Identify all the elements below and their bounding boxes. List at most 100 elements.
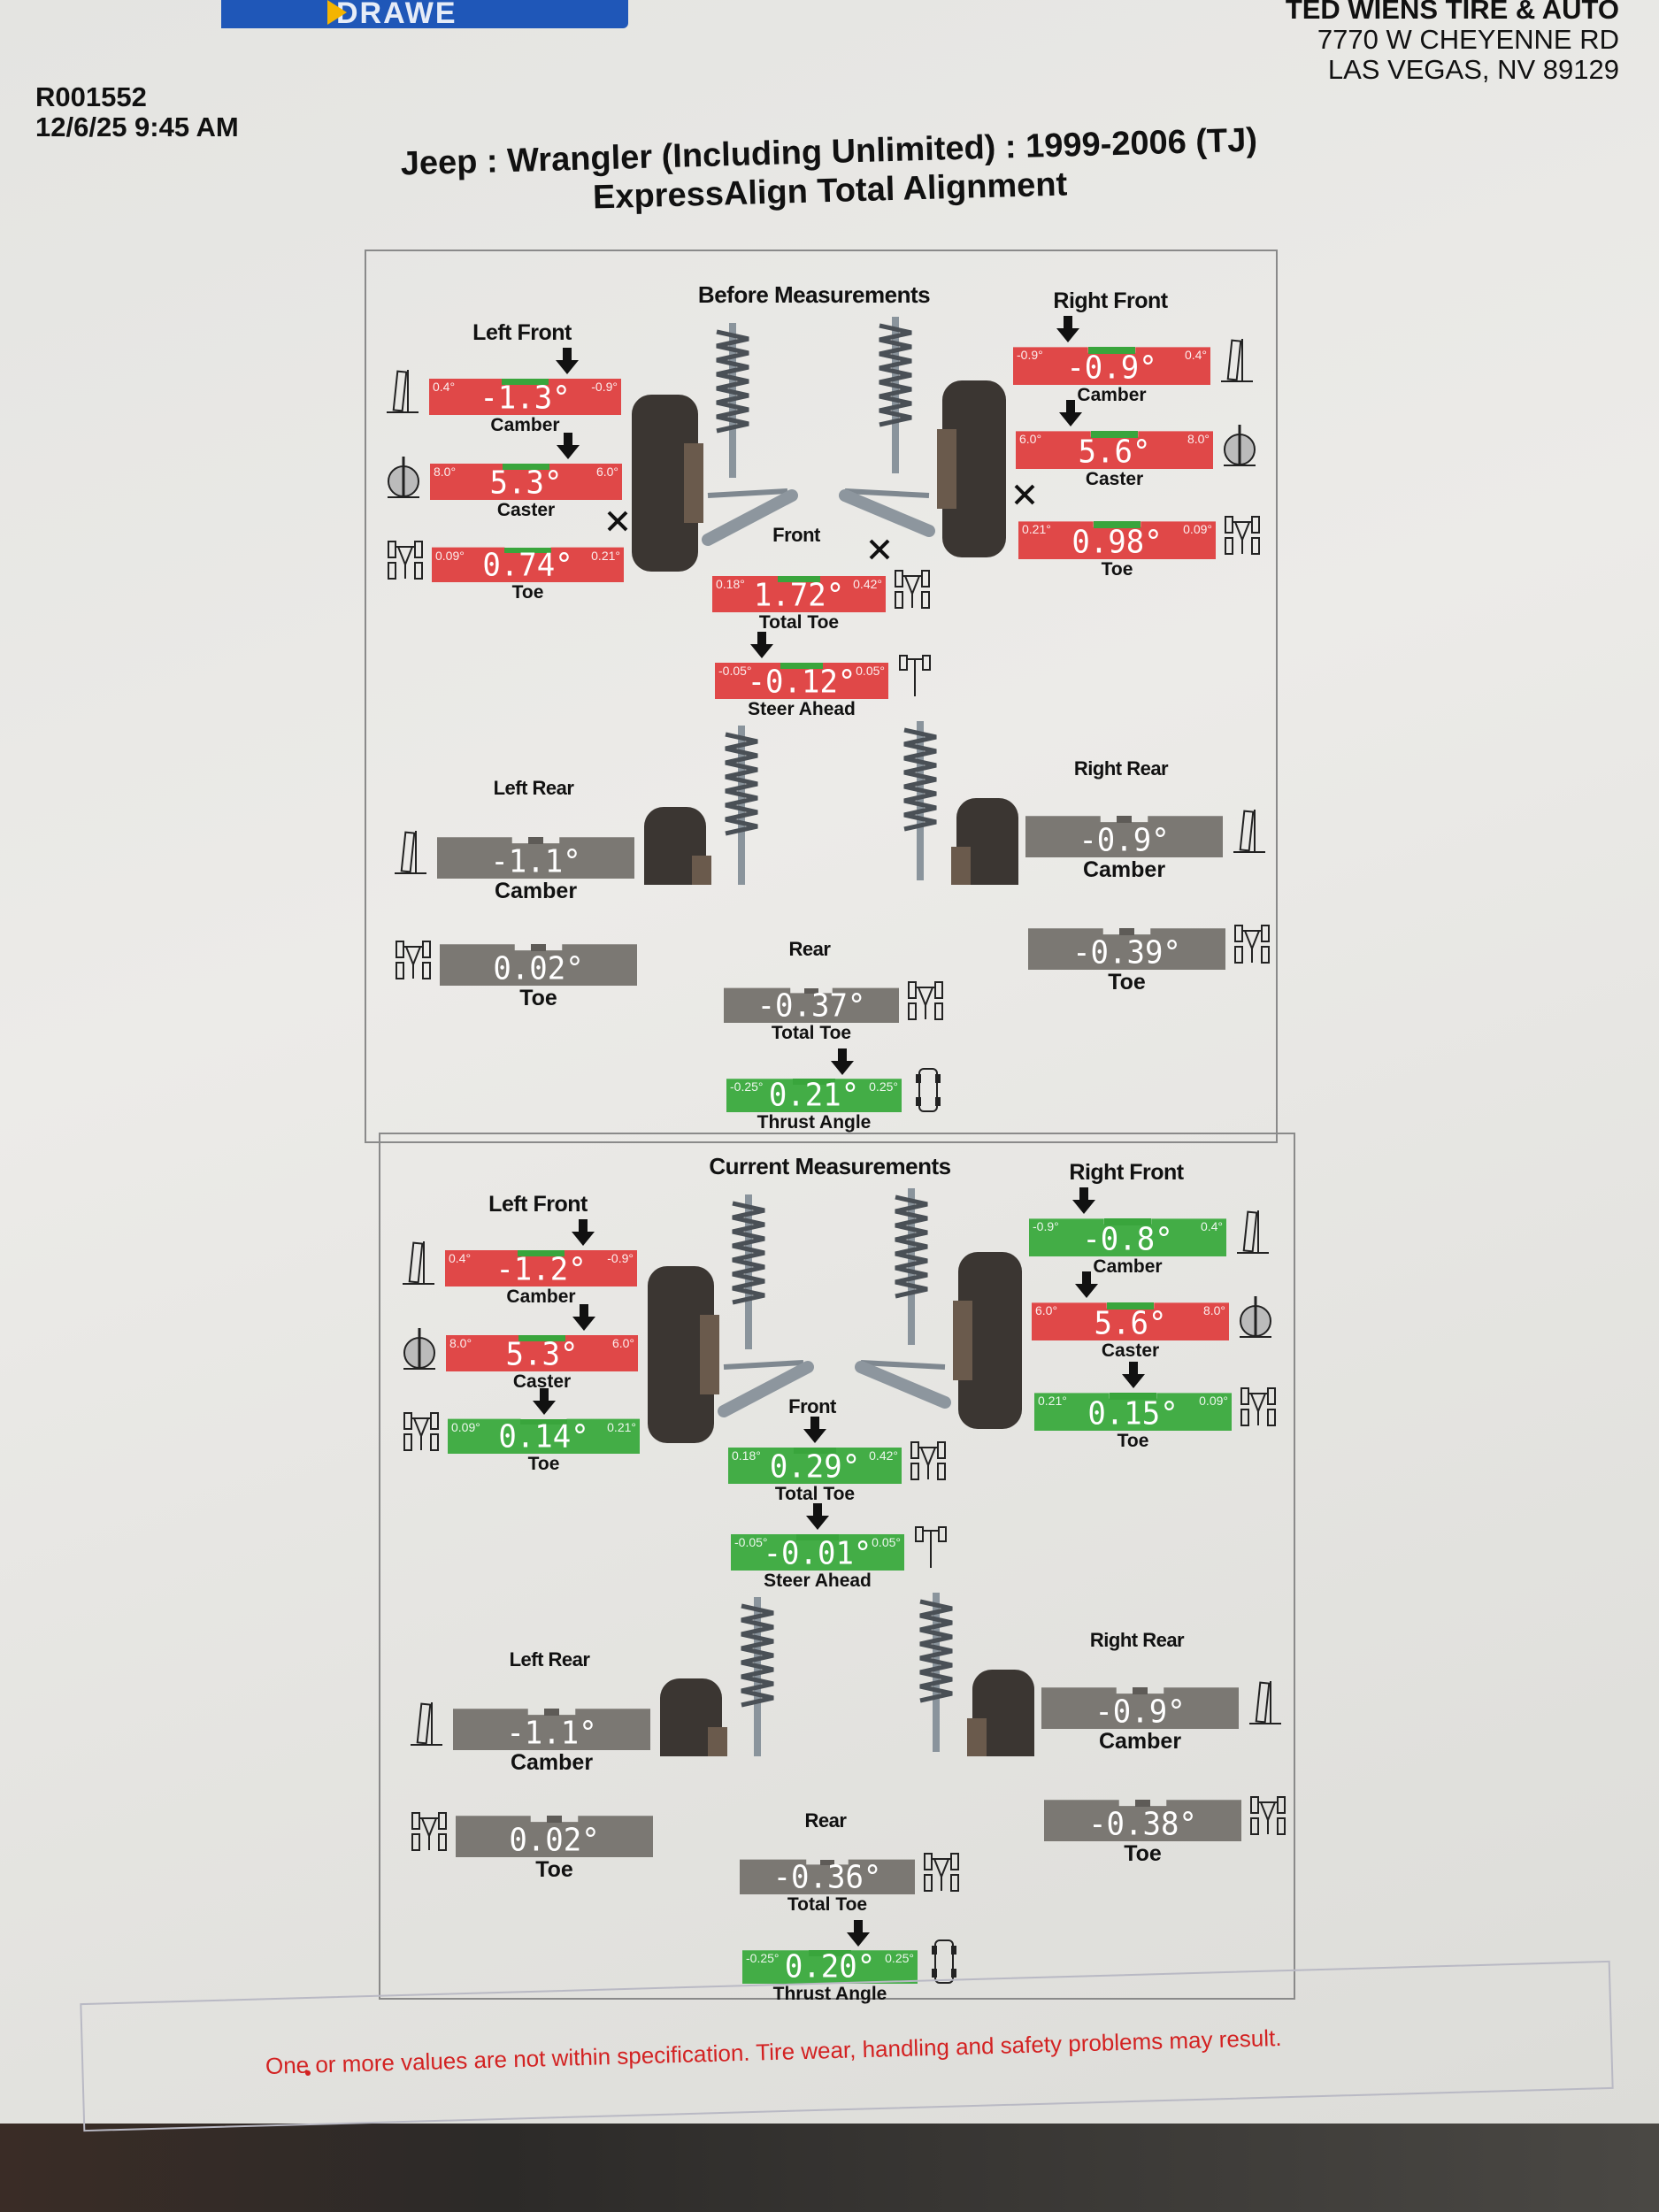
gauge-min-label: 8.0° bbox=[434, 465, 457, 479]
gauge-value: -0.8° bbox=[1082, 1221, 1173, 1258]
camber-icon bbox=[391, 827, 430, 877]
gauge-max-label: 0.21° bbox=[591, 548, 620, 563]
folder-label: DRAWE bbox=[336, 0, 457, 28]
gauge-value: 0.20° bbox=[784, 1948, 876, 1985]
gauge-label: Toe bbox=[1124, 1841, 1162, 1866]
front-left-control-arm bbox=[702, 489, 798, 546]
gauge-min-label: 0.21° bbox=[1038, 1394, 1067, 1409]
front-right-tire bbox=[942, 380, 1006, 557]
lr-toe-gauge: 0.02°Toe bbox=[396, 935, 637, 1010]
gauge-min-label: 6.0° bbox=[1019, 432, 1042, 447]
gauge-min-label: -0.9° bbox=[1033, 1219, 1059, 1234]
gauge-max-label: 0.4° bbox=[1200, 1219, 1223, 1234]
gauge-value: 0.98° bbox=[1071, 524, 1163, 561]
gauge-min-label: -0.9° bbox=[1017, 348, 1043, 363]
spec-range-band bbox=[809, 1950, 851, 1956]
gauge-value: 0.02° bbox=[509, 1822, 600, 1859]
thrust-icon bbox=[925, 1937, 964, 1986]
gauge-value: -1.2° bbox=[495, 1251, 587, 1288]
rr-toe-gauge: -0.38°Toe bbox=[1044, 1791, 1286, 1866]
shop-address-line2: LAS VEGAS, NV 89129 bbox=[1327, 54, 1619, 85]
gauge-value: -0.9° bbox=[1066, 349, 1157, 387]
front-right-tie-rod bbox=[860, 1360, 946, 1370]
spec-range-band bbox=[780, 663, 823, 669]
thrust-angle-gauge: -0.25°0.25°0.20°Thrust Angle bbox=[742, 1920, 956, 2004]
rear-right-brake-rotor bbox=[951, 847, 971, 885]
toe-icon bbox=[1248, 1790, 1287, 1839]
spec-range-band bbox=[503, 464, 549, 470]
lf-toe-gauge: 0.09°0.21°0.74°Toe bbox=[388, 511, 628, 603]
gauge-value: 5.3° bbox=[505, 1336, 579, 1373]
gauge-value: 0.21° bbox=[768, 1077, 860, 1114]
front-left-tire bbox=[648, 1266, 714, 1443]
suspension-diagram bbox=[648, 1188, 1034, 1756]
front-total-toe-gauge: 0.18°0.42°0.29°Total Toe bbox=[728, 1417, 946, 1504]
front-right-brake-rotor bbox=[937, 429, 956, 509]
gauge-label: Total Toe bbox=[787, 1894, 868, 1915]
gauge-max-label: 8.0° bbox=[1202, 1303, 1225, 1318]
rear-left-brake-rotor bbox=[692, 856, 711, 885]
gauge-label: Toe bbox=[1108, 970, 1146, 995]
gauge-label: Toe bbox=[1117, 1431, 1149, 1451]
section-title: Current Measurements bbox=[709, 1153, 951, 1179]
rf-caster-gauge: 6.0°8.0°5.6°Caster bbox=[1032, 1271, 1271, 1361]
toe-icon bbox=[410, 1806, 449, 1855]
caster-icon bbox=[400, 1323, 439, 1372]
record-datetime: 12/6/25 9:45 AM bbox=[35, 111, 239, 142]
rear-right-coil-spring bbox=[903, 727, 937, 832]
rr-camber-gauge: -0.9°Camber bbox=[1025, 807, 1265, 882]
gauge-value: -0.9° bbox=[1079, 822, 1170, 859]
front-left-coil-spring bbox=[732, 1201, 765, 1305]
gauge-label: Total Toe bbox=[774, 1484, 856, 1504]
gauge-max-label: 6.0° bbox=[611, 1336, 634, 1350]
gauge-max-label: 6.0° bbox=[595, 465, 618, 479]
spec-range-band bbox=[527, 837, 544, 845]
lf-caster-gauge: 8.0°6.0°5.3°Caster bbox=[403, 1304, 638, 1392]
gauge-label: Caster bbox=[496, 500, 556, 520]
gauge-label: Total Toe bbox=[758, 612, 840, 633]
spec-range-band bbox=[504, 547, 551, 554]
spec-range-band bbox=[530, 944, 547, 952]
gauge-label: Caster bbox=[1085, 469, 1144, 489]
shop-address-line1: 7770 W CHEYENNE RD bbox=[1317, 24, 1619, 55]
steer-ahead-gauge: -0.05°0.05°-0.12°Steer Ahead bbox=[715, 632, 931, 719]
spec-range-band bbox=[1090, 431, 1139, 438]
suspension-diagram bbox=[632, 317, 1018, 885]
front-right-coil-spring bbox=[895, 1194, 928, 1299]
front-right-control-arm bbox=[839, 489, 935, 537]
gauge-label: Toe bbox=[535, 1857, 573, 1882]
toe-icon bbox=[386, 534, 425, 584]
gauge-max-label: 0.4° bbox=[1184, 348, 1207, 363]
printed-alignment-report bbox=[0, 0, 1659, 2141]
caster-icon bbox=[1220, 419, 1259, 469]
rear-axle-heading: Rear bbox=[804, 1809, 847, 1832]
gauge-label: Toe bbox=[1101, 559, 1133, 580]
camber-icon bbox=[399, 1238, 438, 1287]
gauge-label: Camber bbox=[1082, 857, 1166, 882]
gauge-max-label: 0.05° bbox=[856, 664, 885, 678]
left-rear-heading: Left Rear bbox=[509, 1648, 590, 1671]
front-left-tie-rod bbox=[707, 488, 788, 498]
rear-total-toe-gauge: -0.36°Total Toe bbox=[740, 1852, 959, 1915]
rf-camber-gauge: -0.9°0.4°-0.9°Camber bbox=[1013, 316, 1253, 405]
record-id: R001552 bbox=[35, 81, 147, 112]
gauge-max-label: 0.25° bbox=[885, 1951, 914, 1966]
front-left-control-arm bbox=[718, 1361, 814, 1417]
spec-range-band bbox=[518, 1250, 565, 1256]
caster-icon bbox=[384, 451, 423, 501]
steer-ahead-gauge: -0.05°0.05°-0.01°Steer Ahead bbox=[731, 1503, 947, 1591]
gauge-max-label: 0.09° bbox=[1183, 522, 1212, 537]
spec-range-band bbox=[520, 1418, 567, 1425]
gauge-label: Camber bbox=[506, 1286, 576, 1307]
warning-bullet-icon bbox=[305, 2070, 311, 2076]
rf-camber-gauge: -0.9°0.4°-0.8°Camber bbox=[1029, 1187, 1269, 1277]
gauge-value: 0.74° bbox=[482, 547, 573, 584]
shop-name: TED WIENS TIRE & AUTO bbox=[1285, 0, 1619, 25]
gauge-min-label: -0.05° bbox=[734, 1535, 768, 1549]
gauge-value: 5.3° bbox=[489, 465, 563, 502]
lr-camber-gauge: -1.1°Camber bbox=[411, 1700, 650, 1775]
camber-icon bbox=[1246, 1678, 1285, 1727]
gauge-label: Toe bbox=[511, 582, 544, 603]
toe-icon bbox=[1223, 510, 1262, 559]
